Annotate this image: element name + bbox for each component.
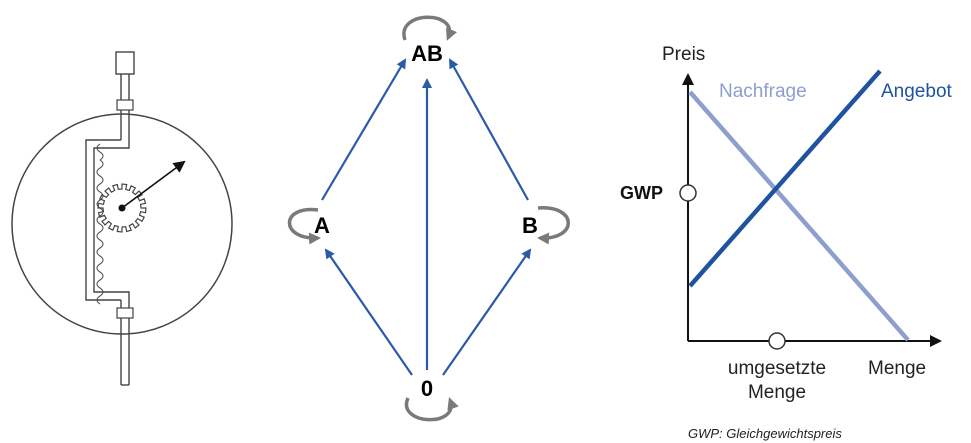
lattice-diagram: AB A B 0 (287, 15, 570, 422)
x-axis-label: Menge (868, 358, 926, 379)
footnote: GWP: Gleichgewichtspreis (688, 426, 842, 441)
gauge-spring-coil (96, 143, 104, 305)
gauge-drawing (11, 51, 233, 386)
equilibrium-quantity-marker (768, 332, 786, 350)
self-loop-A (287, 207, 321, 245)
edge-B-to-AB (449, 58, 529, 201)
edge-0-to-B (442, 248, 532, 376)
demand-label: Nachfrage (719, 81, 807, 102)
y-axis-label: Preis (662, 44, 705, 65)
gauge-needle (121, 160, 186, 209)
node-0: 0 (421, 376, 433, 401)
self-loop-B (537, 206, 570, 245)
equilibrium-price-label: GWP (620, 183, 663, 203)
quantity-label-line2: Menge (748, 382, 806, 403)
self-loop-AB (402, 15, 458, 41)
demand-curve (688, 90, 910, 342)
node-AB: AB (411, 41, 443, 66)
node-B: B (522, 213, 538, 238)
gauge-needle-pivot (118, 204, 126, 212)
self-loop-0 (404, 397, 459, 422)
equilibrium-price-marker (679, 184, 697, 202)
gauge-gear-teeth (97, 183, 147, 233)
gauge-gear (97, 183, 147, 233)
gauge-bracket (85, 139, 130, 301)
supply-curve (688, 69, 882, 288)
gauge-top-cap (115, 51, 135, 75)
edge-0-to-A (324, 248, 413, 376)
gauge-top-clamp (116, 99, 134, 111)
gauge-bottom-clamp (116, 307, 134, 319)
quantity-label-line1: umgesetzte (728, 358, 826, 379)
edge-A-to-AB (321, 58, 407, 201)
gauge-dial-circle (11, 113, 233, 335)
node-A: A (314, 213, 330, 238)
supply-label: Angebot (881, 81, 953, 102)
market-chart: Preis Menge Nachfrage Angebot GWP umgese… (620, 44, 953, 441)
